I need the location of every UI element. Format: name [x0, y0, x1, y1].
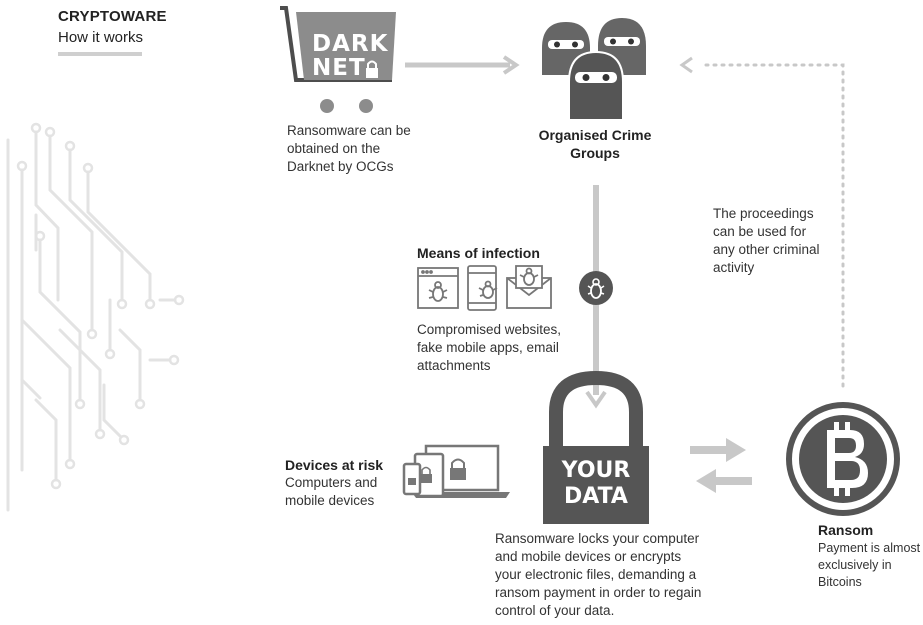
desc-line: Compromised websites,: [417, 322, 562, 337]
ocg-label-line: Organised Crime: [538, 127, 652, 143]
desc-line: Bitcoins: [818, 575, 862, 589]
infection-description: Compromised websites, fake mobile apps, …: [417, 321, 587, 375]
lock-label-line: YOUR: [561, 458, 631, 483]
desc-line: mobile devices: [285, 493, 375, 508]
desc-line: fake mobile apps, email: [417, 340, 559, 355]
desc-line: Payment is almost: [818, 541, 921, 555]
page-subtitle: How it works: [58, 29, 144, 46]
padlock-icon: [366, 60, 378, 78]
ocg-label: Organised Crime Groups: [520, 126, 670, 162]
darknet-caption: Ransomware can be obtained on the Darkne…: [287, 122, 447, 176]
ransom-description: Payment is almost exclusively in Bitcoin…: [818, 540, 923, 591]
title-divider: [58, 52, 142, 56]
desc-line: and mobile devices or encrypts: [495, 549, 682, 564]
desc-line: Computers and: [285, 475, 378, 490]
desc-line: Ransomware locks your computer: [495, 531, 700, 546]
shopping-cart-icon: [280, 6, 396, 113]
smartphone-icon: [402, 462, 422, 496]
proceedings-note: The proceedings can be used for any othe…: [713, 205, 853, 277]
desc-line: control of your data.: [495, 603, 615, 618]
lock-label-line: DATA: [564, 484, 628, 509]
darknet-logo: DARK NET: [312, 32, 392, 80]
your-data-label: YOUR DATA: [543, 458, 649, 510]
mobile-phone-icon: [467, 265, 498, 311]
caption-line: obtained on the: [287, 141, 381, 156]
bitcoin-icon: [786, 402, 900, 516]
infection-heading: Means of infection: [417, 245, 540, 261]
devices-heading: Devices at risk: [285, 457, 384, 473]
bug-icon: [579, 271, 613, 305]
lock-description: Ransomware locks your computer and mobil…: [495, 530, 725, 620]
padlock-icon: [543, 370, 649, 524]
exchange-arrows-icon: [690, 438, 752, 493]
tablet-icon: [413, 452, 445, 498]
desc-line: attachments: [417, 358, 491, 373]
ransom-heading: Ransom: [818, 522, 874, 538]
circuit-decoration: [6, 130, 177, 512]
desc-line: ransom payment in order to regain: [495, 585, 702, 600]
browser-icon: [417, 267, 459, 309]
note-line: activity: [713, 260, 755, 275]
masked-criminal-icon: [542, 18, 646, 121]
darknet-logo-line1: DARK: [312, 31, 389, 57]
darknet-logo-line2: NET: [312, 55, 366, 81]
note-line: The proceedings: [713, 206, 814, 221]
caption-line: Ransomware can be: [287, 123, 411, 138]
note-line: can be used for: [713, 224, 807, 239]
email-icon: [506, 265, 552, 309]
page-title: CRYPTOWARE: [58, 8, 167, 25]
devices-description: Computers and mobile devices: [285, 474, 395, 510]
desc-line: your electronic files, demanding a: [495, 567, 697, 582]
caption-line: Darknet by OCGs: [287, 159, 394, 174]
note-line: any other criminal: [713, 242, 820, 257]
ocg-label-line: Groups: [570, 145, 620, 161]
desc-line: exclusively in: [818, 558, 892, 572]
